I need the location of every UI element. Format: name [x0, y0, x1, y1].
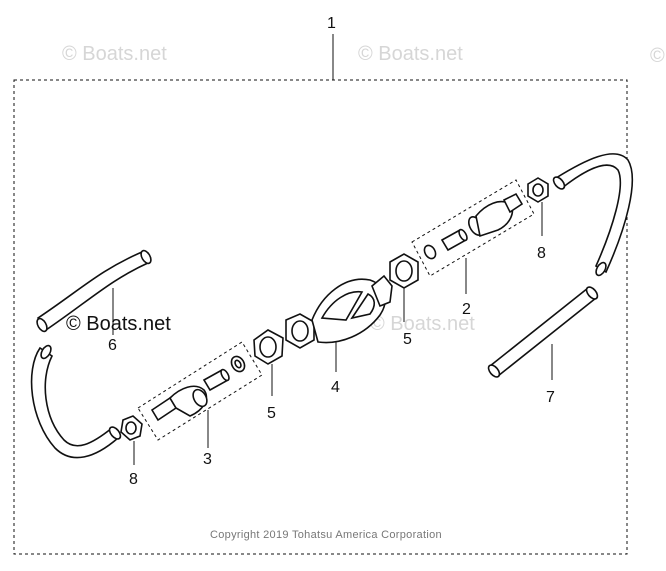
watermark-top-center: © Boats.net	[358, 43, 463, 65]
connector-right	[423, 192, 524, 260]
callout-8-left: 8	[129, 471, 138, 488]
watermark-top-left: © Boats.net	[62, 43, 167, 65]
watermark-right-edge: © Boats.net	[650, 45, 666, 67]
hose-right-lower	[487, 286, 599, 378]
group-2-border	[411, 179, 535, 277]
callout-3: 3	[203, 451, 212, 468]
watermark-dark: © Boats.net	[66, 313, 171, 335]
watermark-middle-right: © Boats.net	[370, 313, 475, 335]
kit-border	[13, 79, 628, 555]
nut-left	[120, 415, 143, 441]
hose-left-upper	[36, 249, 152, 333]
gasket-left	[253, 329, 284, 365]
gasket-right	[389, 253, 419, 289]
group-3-border	[137, 341, 263, 441]
callout-6: 6	[108, 337, 117, 354]
callout-1: 1	[327, 15, 336, 32]
callout-7: 7	[546, 389, 555, 406]
copyright-notice: Copyright 2019 Tohatsu America Corporati…	[210, 529, 442, 541]
connector-left	[150, 355, 246, 422]
nut-right	[527, 177, 549, 203]
callout-4: 4	[331, 379, 340, 396]
callout-8-right: 8	[537, 245, 546, 262]
callout-5-right: 5	[403, 331, 412, 348]
primer-bulb	[285, 274, 393, 349]
hose-right-upper	[552, 153, 634, 277]
callout-5-left: 5	[267, 405, 276, 422]
callout-2: 2	[462, 301, 471, 318]
hose-left-lower	[30, 344, 122, 459]
